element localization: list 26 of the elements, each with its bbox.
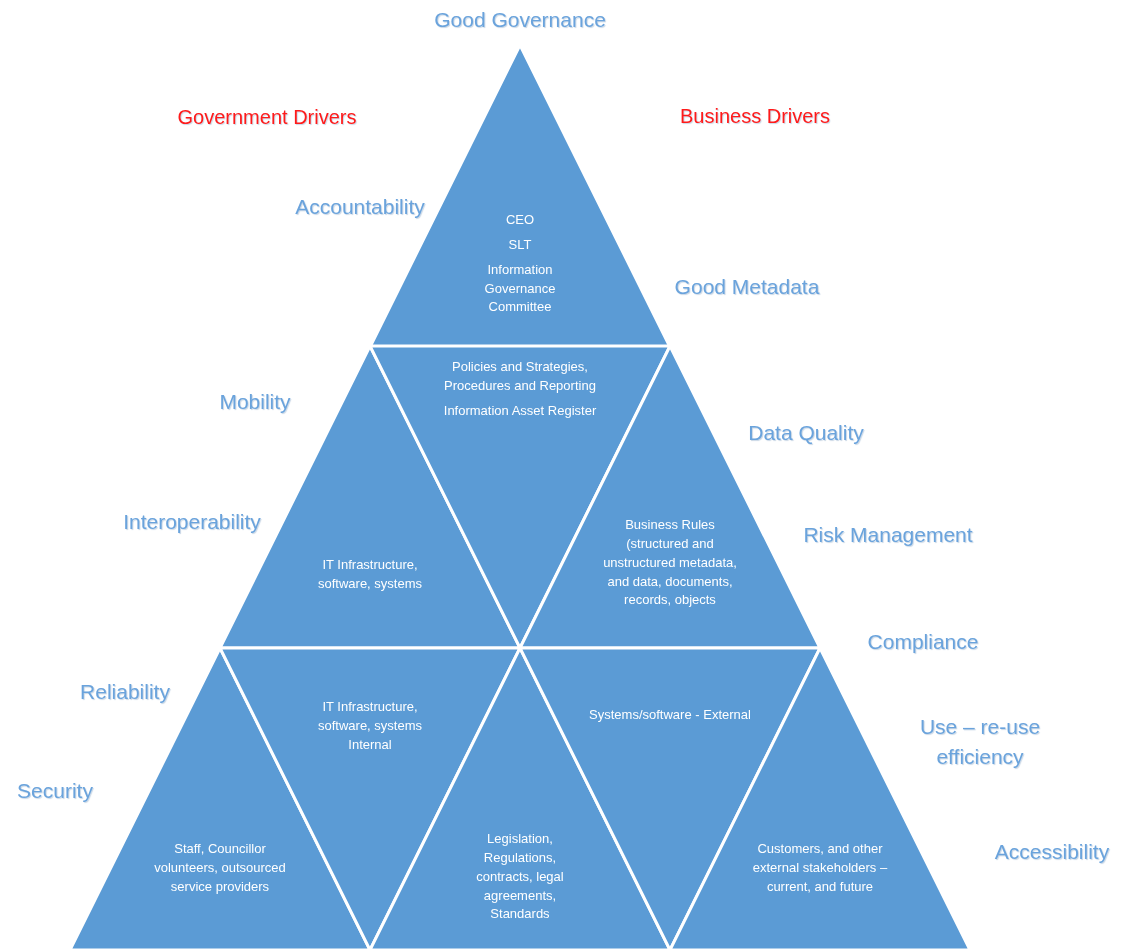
segment-text: IT Infrastructure, software, systems [317,556,423,593]
principle-label: Interoperability [123,508,261,535]
segment-text: Legislation, Regulations, contracts, legal agreements, Standards [475,830,565,924]
segment-text: Information Governance Committee [483,260,557,317]
principle-label: Accessibility [994,838,1110,865]
principle-label: Use – re-use efficiency [918,713,1042,770]
principle-label: Security [17,777,93,804]
driver-heading: Government Drivers [177,104,357,130]
principle-label: Mobility [219,388,291,415]
principle-label: Accountability [295,193,425,220]
segment-text: IT Infrastructure, software, systems Internal [317,698,423,754]
principle-label: Compliance [867,628,979,655]
segment-text: Business Rules (structured and unstructured metadata, and data, documents, records, objects [602,516,738,610]
segment-text: SLT [508,235,532,254]
segment-text: CEO [505,211,535,229]
driver-heading: Business Drivers [680,103,830,129]
segment-text: Customers, and other external stakeholders – current, and future [751,840,889,896]
diagram-title: Good Governance [434,8,606,32]
principle-label: Reliability [80,678,170,705]
segment-text: Information Asset Register [443,401,597,420]
principle-label: Data Quality [748,419,864,446]
principle-label: Risk Management [803,521,973,548]
segment-text: Staff, Councillor volunteers, outsourced service providers [153,840,287,896]
segment-text: Policies and Strategies, Procedures and Reporting [443,358,597,395]
segment-text: Systems/software - External [589,706,751,724]
principle-label: Good Metadata [674,273,820,300]
